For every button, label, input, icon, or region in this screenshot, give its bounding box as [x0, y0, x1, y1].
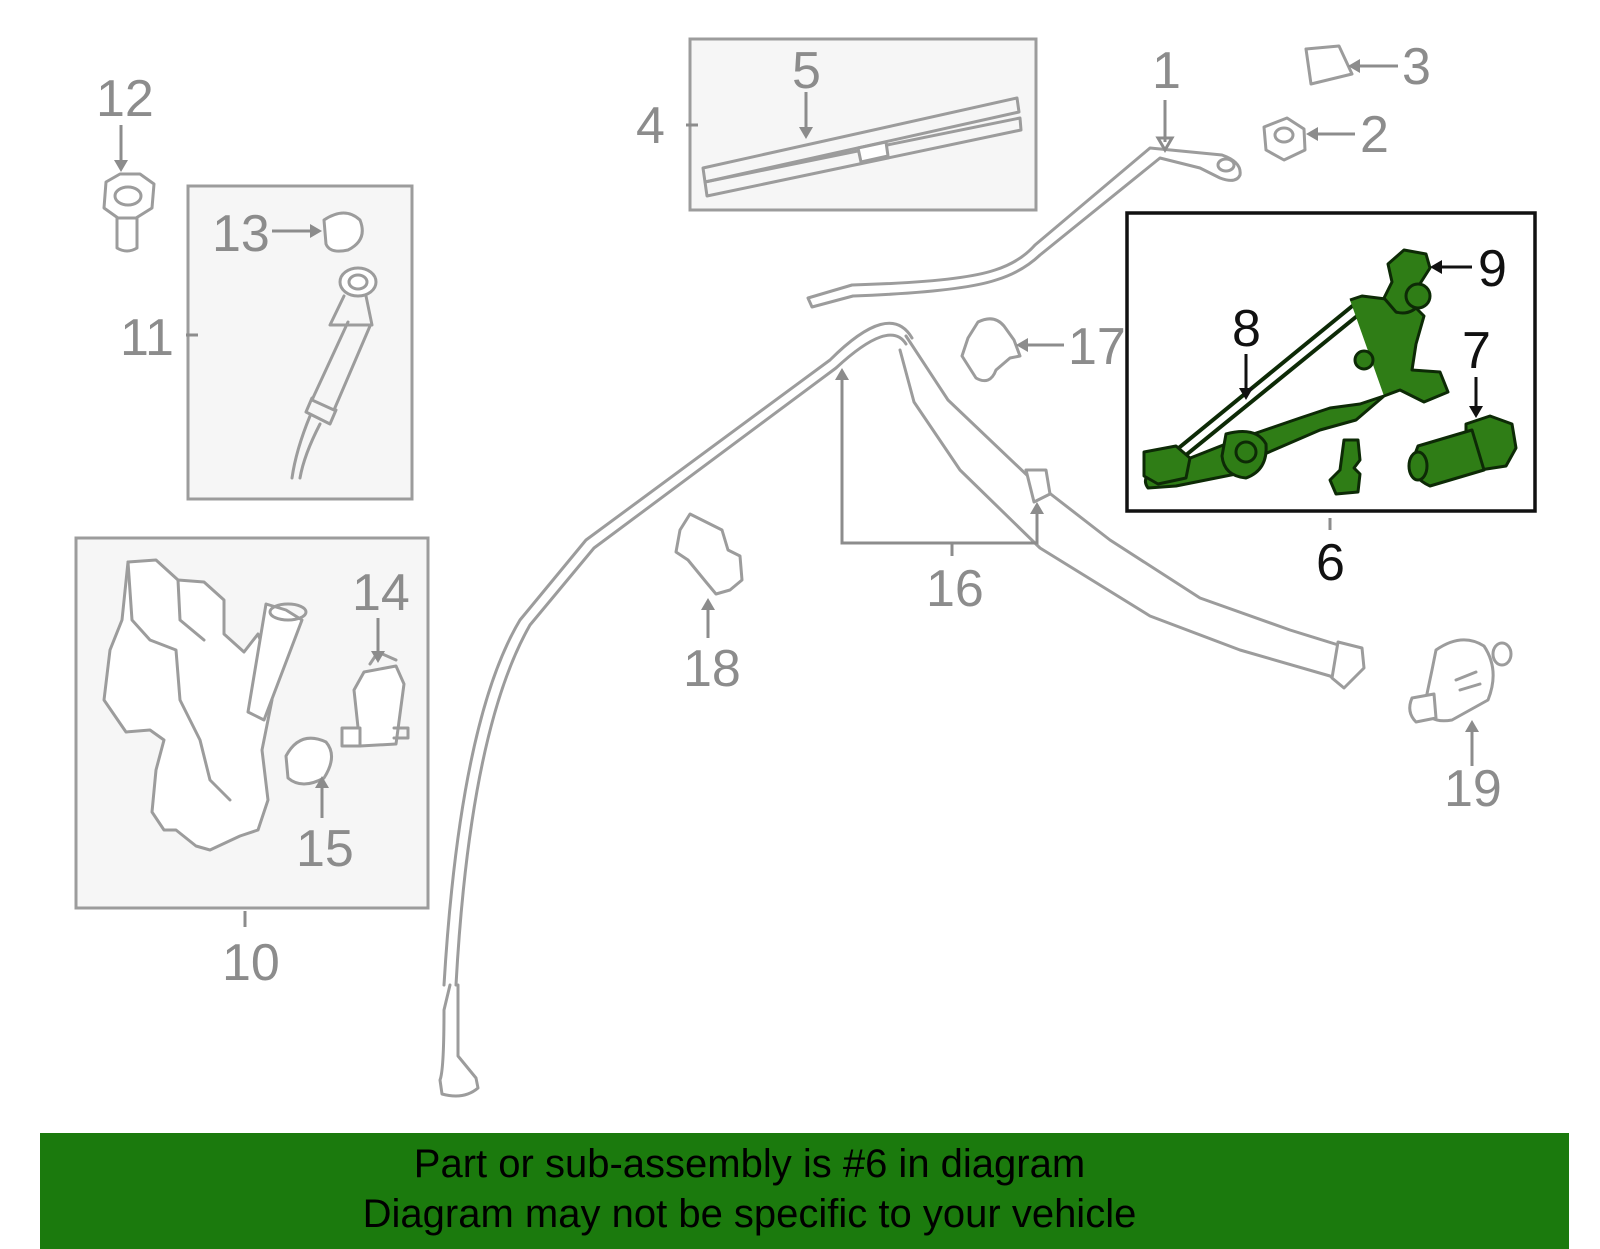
callout-10: 10	[222, 934, 280, 992]
banner-line-2: Diagram may not be specific to your vehi…	[362, 1192, 1137, 1236]
hose-bracket	[674, 512, 744, 596]
callout-7: 7	[1462, 322, 1491, 380]
hose-clip	[960, 317, 1022, 383]
callout-17: 17	[1068, 318, 1126, 376]
arm-cap	[1304, 44, 1354, 86]
callout-2: 2	[1360, 106, 1389, 164]
callout-18: 18	[683, 640, 741, 698]
callout-5: 5	[792, 42, 821, 100]
callout-3: 3	[1402, 38, 1431, 96]
washer-tank	[102, 558, 308, 852]
nozzle-cap	[322, 211, 364, 253]
bolt	[102, 172, 156, 253]
callout-15: 15	[296, 820, 354, 878]
notice-banner: Part or sub-assembly is #6 in diagram Di…	[40, 1133, 1569, 1249]
wiper-blade-box	[688, 37, 1038, 212]
washer-nozzle	[290, 266, 378, 480]
callout-14: 14	[352, 564, 410, 622]
callout-13: 13	[212, 205, 270, 263]
wiper-linkage-assembly	[1142, 248, 1518, 496]
callout-11: 11	[120, 309, 174, 367]
callout-4: 4	[636, 97, 665, 155]
washer-hose	[438, 321, 1366, 1098]
callout-16: 16	[926, 560, 984, 618]
banner-line-1: Part or sub-assembly is #6 in diagram	[413, 1142, 1086, 1186]
callout-1: 1	[1152, 42, 1181, 100]
check-valve	[1408, 638, 1513, 724]
callout-6: 6	[1316, 534, 1345, 592]
washer-pump	[340, 650, 410, 748]
callout-12: 12	[96, 70, 154, 128]
callout-8: 8	[1232, 300, 1261, 358]
wiper-arm	[806, 146, 1242, 309]
callout-19: 19	[1444, 760, 1502, 818]
grommet	[284, 736, 333, 786]
wiper-blade	[701, 96, 1023, 198]
callout-9: 9	[1478, 240, 1507, 298]
leader-lines	[114, 59, 1483, 927]
nut	[1262, 116, 1307, 162]
